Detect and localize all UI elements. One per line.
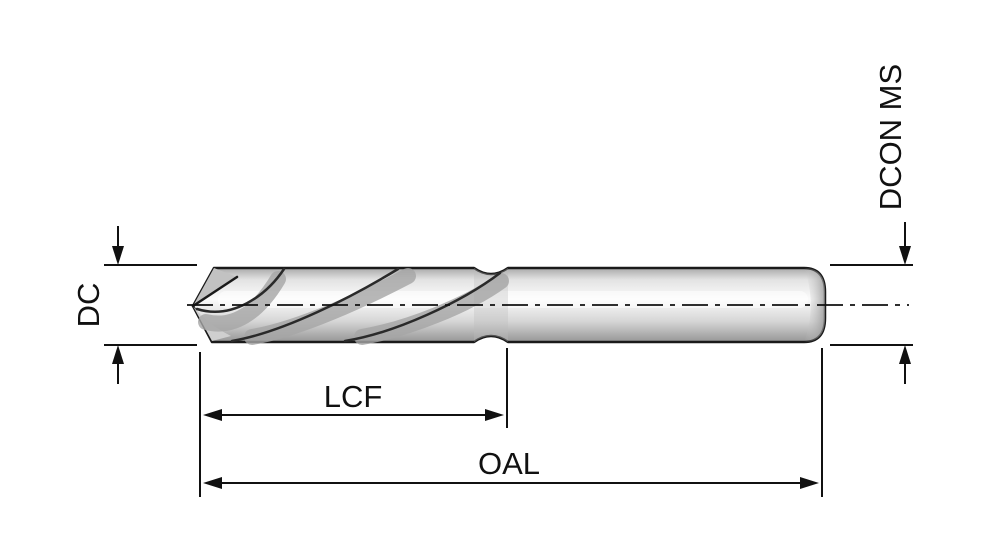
dc-arrow-up-icon <box>112 345 124 364</box>
lcf-dimension <box>199 348 508 497</box>
dc-arrow-down-icon <box>112 246 124 265</box>
dc-label: DC <box>71 283 106 328</box>
oal-label: OAL <box>478 446 540 481</box>
dcon-arrow-down-icon <box>899 246 911 265</box>
dc-dimension <box>104 226 197 384</box>
oal-arrow-right-icon <box>800 477 819 489</box>
tip-facet-edge <box>191 275 239 308</box>
dcon-dimension <box>830 222 913 384</box>
oal-arrow-left-icon <box>203 477 222 489</box>
oal-dimension <box>203 348 823 497</box>
flute-edges <box>195 267 502 343</box>
lcf-arrow-left-icon <box>203 409 222 421</box>
lcf-arrow-right-icon <box>485 409 504 421</box>
dcon-arrow-up-icon <box>899 345 911 364</box>
shank-end-cap <box>804 268 825 342</box>
lcf-label: LCF <box>324 379 383 414</box>
tip-facet-upper <box>193 268 237 306</box>
tip-facet-lower <box>193 306 231 341</box>
dcon-ms-label: DCON MS <box>873 64 908 210</box>
